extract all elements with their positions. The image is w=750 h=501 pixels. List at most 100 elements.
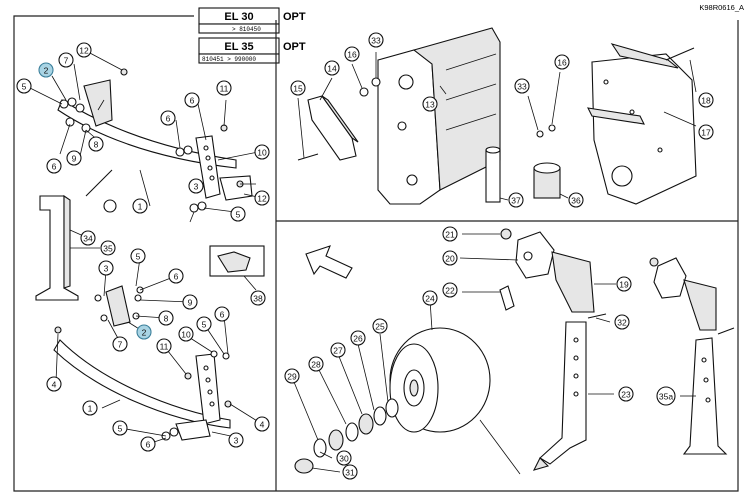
callout-bubble xyxy=(342,464,358,480)
panel-frames xyxy=(13,15,739,492)
callout-bubble xyxy=(136,324,152,340)
callout-label: 7 xyxy=(118,340,123,350)
callout-label: 3 xyxy=(104,264,109,274)
shaft-37-bushing-36 xyxy=(485,146,569,203)
callout-9b: 9 xyxy=(182,294,198,310)
callout-5d: 5 xyxy=(196,316,212,332)
callout-bubble xyxy=(308,356,324,372)
callout-bubble xyxy=(182,294,198,310)
callout-label: 28 xyxy=(311,360,321,370)
callout-bubble xyxy=(698,124,714,140)
callout-bubble xyxy=(156,338,172,354)
callout-label: 8 xyxy=(94,140,99,150)
callout-bubble xyxy=(82,400,98,416)
callout-23: 23 xyxy=(618,386,634,402)
callout-5e: 5 xyxy=(112,420,128,436)
callout-31: 31 xyxy=(342,464,358,480)
callout-bubble xyxy=(330,342,346,358)
callout-16a: 16 xyxy=(344,46,360,62)
callout-bubble xyxy=(554,54,570,70)
callout-9a: 9 xyxy=(66,150,82,166)
callout-38: 38 xyxy=(250,290,266,306)
callout-label: 36 xyxy=(571,196,581,206)
callout-24: 24 xyxy=(422,290,438,306)
callout-19: 19 xyxy=(616,276,632,292)
callout-label: 4 xyxy=(52,380,57,390)
callout-label: 5 xyxy=(236,210,241,220)
callout-layer: 2712569816611103125343538356982710561144… xyxy=(16,32,714,480)
callout-17: 17 xyxy=(698,124,714,140)
callout-label: 23 xyxy=(621,390,631,400)
callout-bubble xyxy=(216,80,232,96)
callout-label: 24 xyxy=(425,294,435,304)
callout-28: 28 xyxy=(308,356,324,372)
callout-label: 10 xyxy=(257,148,267,158)
callout-label: 29 xyxy=(287,372,297,382)
callout-8b: 8 xyxy=(158,310,174,326)
callout-bubble xyxy=(324,60,340,76)
callout-label: 6 xyxy=(190,96,195,106)
callout-label: 30 xyxy=(339,454,349,464)
callout-bubble xyxy=(132,198,148,214)
model-name-1: EL 30 xyxy=(224,11,253,23)
small-parts-16-33 xyxy=(351,52,381,97)
callout-16b: 16 xyxy=(554,54,570,70)
callout-1a: 1 xyxy=(132,198,148,214)
callout-bubble xyxy=(230,206,246,222)
callout-bubble xyxy=(228,432,244,448)
bearing-stack-25-31 xyxy=(293,333,399,474)
callout-label: 33 xyxy=(517,82,527,92)
callout-bubble xyxy=(336,450,352,466)
callout-6a: 6 xyxy=(46,158,62,174)
callout-36: 36 xyxy=(568,192,584,208)
caster-bracket-right xyxy=(649,257,735,455)
callout-bubble xyxy=(88,136,104,152)
callout-label: 37 xyxy=(511,196,521,206)
model-header: EL 30 > 810450 OPT EL 35 810451 > 990000… xyxy=(198,7,306,64)
callout-label: 6 xyxy=(174,272,179,282)
callout-bubble xyxy=(568,192,584,208)
callout-label: 33 xyxy=(371,36,381,46)
callout-bubble xyxy=(58,52,74,68)
callout-33a: 33 xyxy=(368,32,384,48)
callout-label: 5 xyxy=(22,82,27,92)
callout-10a: 10 xyxy=(254,144,270,160)
callout-bubble xyxy=(442,282,458,298)
callout-label: 3 xyxy=(194,182,199,192)
callout-bubble xyxy=(254,144,270,160)
callout-37: 37 xyxy=(508,192,524,208)
callout-label: 35 xyxy=(103,244,113,254)
reference-code: K98R0616_A xyxy=(699,3,744,12)
callout-bubble xyxy=(250,290,266,306)
callout-label: 27 xyxy=(333,346,343,356)
callout-bubble xyxy=(160,110,176,126)
callout-21: 21 xyxy=(442,226,458,242)
callout-32: 32 xyxy=(614,314,630,330)
callout-4b: 4 xyxy=(254,416,270,432)
callout-6f: 6 xyxy=(140,436,156,452)
stand-34-35 xyxy=(35,169,117,301)
leg-23 xyxy=(479,321,614,475)
callout-bubble xyxy=(214,306,230,322)
front-axle-lower-assembly xyxy=(53,257,263,445)
model-option-2: OPT xyxy=(283,41,306,53)
callout-bubble xyxy=(616,276,632,292)
callout-29: 29 xyxy=(284,368,300,384)
model-serial-2: 810451 > 990000 xyxy=(202,56,256,63)
callout-label: 9 xyxy=(188,298,193,308)
callout-bubble xyxy=(46,376,62,392)
callout-label: 5 xyxy=(136,252,141,262)
callout-bubble xyxy=(290,80,306,96)
callout-bubble xyxy=(508,192,524,208)
callout-18: 18 xyxy=(698,92,714,108)
callout-8a: 8 xyxy=(88,136,104,152)
direction-arrow xyxy=(305,245,353,279)
callout-7a: 7 xyxy=(58,52,74,68)
callout-4a: 4 xyxy=(46,376,62,392)
callout-bubble xyxy=(422,290,438,306)
callout-label: 25 xyxy=(375,322,385,332)
callout-30: 30 xyxy=(336,450,352,466)
callout-bubble xyxy=(66,150,82,166)
callout-13: 13 xyxy=(422,96,438,112)
